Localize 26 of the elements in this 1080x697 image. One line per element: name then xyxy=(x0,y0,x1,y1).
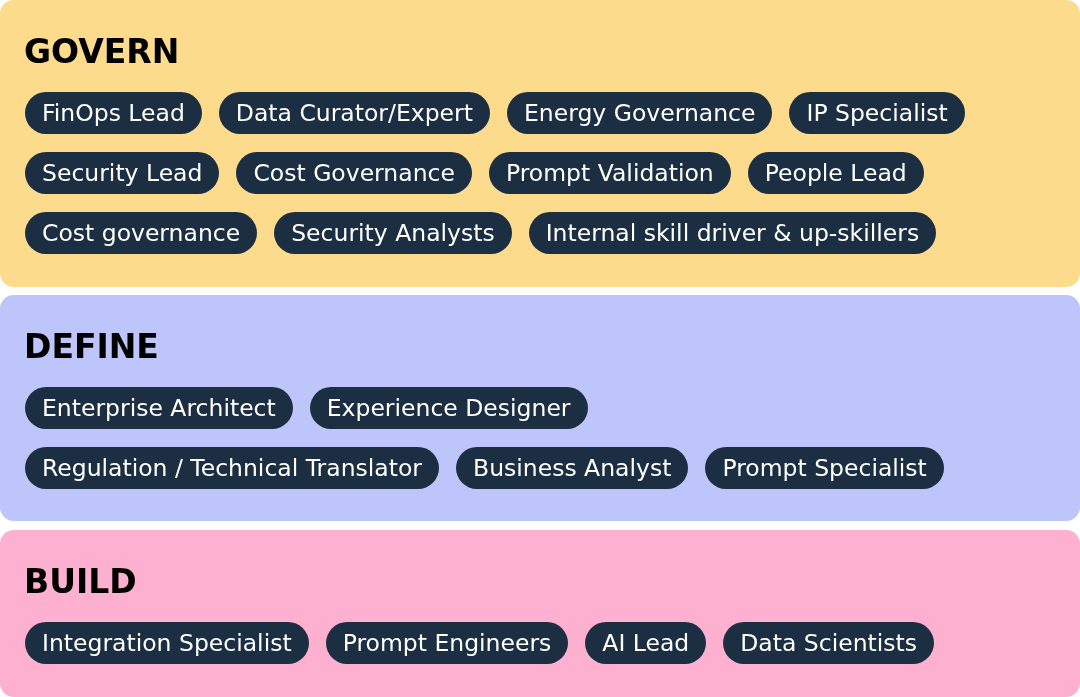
role-tag: People Lead xyxy=(747,152,924,194)
role-tag: Data Scientists xyxy=(723,622,934,664)
role-tag: Integration Specialist xyxy=(25,622,309,664)
role-tag: Business Analyst xyxy=(456,447,689,489)
role-tag: Data Curator/Expert xyxy=(218,92,490,134)
section-heading: GOVERN xyxy=(24,31,180,73)
section-panel xyxy=(0,530,1080,697)
role-tag: AI Lead xyxy=(585,622,707,664)
role-tag: Security Analysts xyxy=(274,212,512,254)
role-tag: Cost Governance xyxy=(236,152,472,194)
role-tag: Prompt Validation xyxy=(488,152,731,194)
section-heading: BUILD xyxy=(24,561,137,603)
role-tag: Prompt Engineers xyxy=(325,622,569,664)
role-tag: Energy Governance xyxy=(506,92,773,134)
section-panel xyxy=(0,295,1080,521)
role-tag: Experience Designer xyxy=(309,387,588,429)
role-tag: Regulation / Technical Translator xyxy=(25,447,439,489)
role-tag: Cost governance xyxy=(25,212,258,254)
role-tag: Internal skill driver & up-skillers xyxy=(528,212,937,254)
role-tag: FinOps Lead xyxy=(25,92,202,134)
role-tag: IP Specialist xyxy=(789,92,965,134)
section-panel xyxy=(0,0,1080,287)
role-tag: Security Lead xyxy=(25,152,220,194)
section-heading: DEFINE xyxy=(24,326,159,368)
role-tag: Prompt Specialist xyxy=(705,447,944,489)
role-tag: Enterprise Architect xyxy=(25,387,293,429)
